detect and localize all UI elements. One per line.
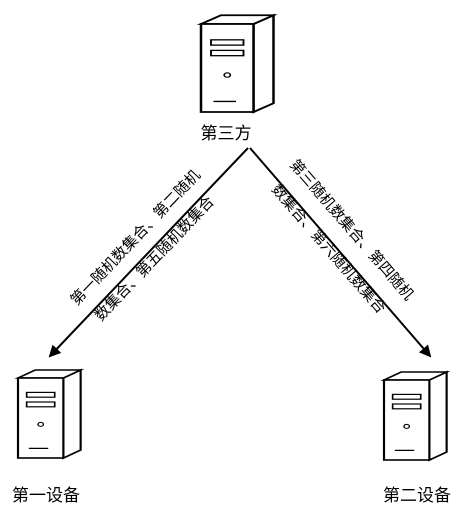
server-icon — [382, 370, 448, 462]
arrow-to-second-device — [249, 147, 432, 358]
arrow-to-first-device — [48, 147, 249, 358]
third-party-node: 第三方 — [199, 13, 275, 144]
edge-label-to-second: 第三随机数集合、第四随机 数集合、第六随机数集合 — [268, 156, 418, 317]
second-device-label: 第二设备 — [383, 486, 451, 506]
server-icon — [199, 13, 275, 114]
first-device-label: 第一设备 — [12, 486, 80, 506]
server-icon — [16, 368, 82, 460]
third-party-label: 第三方 — [201, 124, 252, 144]
edge-label-to-first: 第一随机数集合、第二随机 数集合、第五随机数集合 — [67, 166, 218, 324]
second-device-node: 第二设备 — [382, 370, 451, 506]
first-device-node: 第一设备 — [12, 368, 82, 506]
